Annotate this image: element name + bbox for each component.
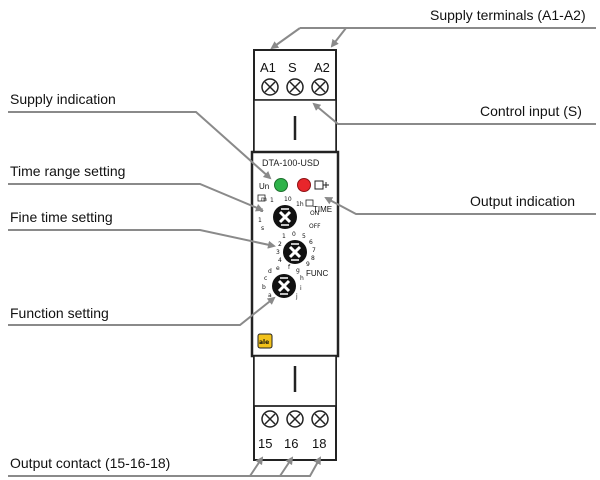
fine-scale-3: 3 (276, 249, 280, 256)
time-scale-10: 10 (284, 196, 292, 203)
fine-scale-7: 7 (312, 247, 316, 254)
time-range-knob[interactable] (273, 205, 297, 229)
fine-time-knob[interactable] (283, 240, 307, 264)
func-scale-b: b (262, 284, 266, 291)
led-supply-label: Un (259, 182, 269, 191)
leader-supply-terminals-a1 (270, 27, 301, 50)
leader-output-indication (324, 197, 596, 215)
model-name: DTA-100-USD (262, 158, 320, 168)
on-label: ON (310, 210, 319, 217)
screw-terminal-icon[interactable] (261, 78, 279, 96)
func-scale-h: h (300, 275, 304, 282)
callout-output-indication: Output indication (470, 193, 575, 209)
leader-supply-terminals (330, 27, 596, 48)
func-scale-j: j (295, 293, 298, 300)
output-led (297, 178, 311, 192)
time-range-scale: m 1 10 1h s 1 s (257, 194, 314, 232)
timer-relay-device (250, 49, 340, 461)
time-scale-1: 1 (270, 197, 274, 204)
leader-time-range (8, 183, 264, 212)
leader-output-contact (8, 456, 321, 477)
callout-output-contact: Output contact (15-16-18) (10, 455, 170, 471)
fine-scale-4: 4 (278, 257, 282, 264)
terminal-label-16: 16 (284, 436, 298, 451)
func-scale-f: f (288, 264, 291, 271)
func-scale-e: e (276, 265, 280, 272)
terminal-label-18: 18 (312, 436, 326, 451)
relay-coil-icon (314, 180, 329, 190)
terminal-label-a1: A1 (260, 60, 276, 75)
fine-scale-6: 6 (309, 239, 313, 246)
function-knob[interactable] (272, 274, 296, 298)
terminal-label-s: S (288, 60, 297, 75)
callout-time-range-setting: Time range setting (10, 163, 125, 179)
fine-time-scale: 0 1 2 3 4 5 6 7 8 9 (276, 231, 316, 268)
time-scale-1h: 1h (296, 201, 304, 208)
fine-scale-0: 0 (292, 231, 296, 238)
time-label: TIME (313, 205, 332, 214)
func-scale-a: a (268, 292, 272, 299)
func-scale-d: d (268, 268, 272, 275)
callout-supply-terminals: Supply terminals (A1-A2) (430, 7, 586, 23)
func-scale-c: c (264, 275, 267, 282)
supply-led (274, 178, 288, 192)
leader-supply-indication (8, 111, 272, 180)
terminal-label-a2: A2 (314, 60, 330, 75)
terminal-label-15: 15 (258, 436, 272, 451)
fine-scale-9: 9 (306, 261, 310, 268)
leader-control-input (312, 102, 596, 125)
fine-scale-1: 1 (282, 233, 286, 240)
manufacturer-logo: ale (257, 333, 273, 349)
callout-control-input: Control input (S) (480, 103, 582, 119)
svg-text:1: 1 (258, 217, 262, 224)
fine-scale-5: 5 (302, 233, 306, 240)
screw-terminal-icon[interactable] (311, 78, 329, 96)
callout-supply-indication: Supply indication (10, 91, 116, 107)
screw-terminal-icon[interactable] (286, 78, 304, 96)
svg-text:ale: ale (259, 339, 269, 346)
func-scale-i: i (300, 285, 302, 292)
function-scale: a b c d e f g h i j (262, 264, 304, 300)
callout-fine-time-setting: Fine time setting (10, 209, 113, 225)
leader-fine-time (8, 229, 276, 249)
func-label: FUNC (306, 269, 328, 278)
off-label: OFF (309, 223, 321, 230)
callout-function-setting: Function setting (10, 305, 109, 321)
svg-text:m: m (261, 196, 267, 203)
svg-text:s: s (261, 225, 264, 232)
fine-scale-8: 8 (311, 255, 315, 262)
fine-scale-2: 2 (278, 241, 282, 248)
screw-terminal-icon[interactable] (311, 410, 329, 428)
screw-terminal-icon[interactable] (286, 410, 304, 428)
leader-function (8, 296, 276, 326)
func-scale-g: g (296, 267, 300, 274)
screw-terminal-icon[interactable] (261, 410, 279, 428)
